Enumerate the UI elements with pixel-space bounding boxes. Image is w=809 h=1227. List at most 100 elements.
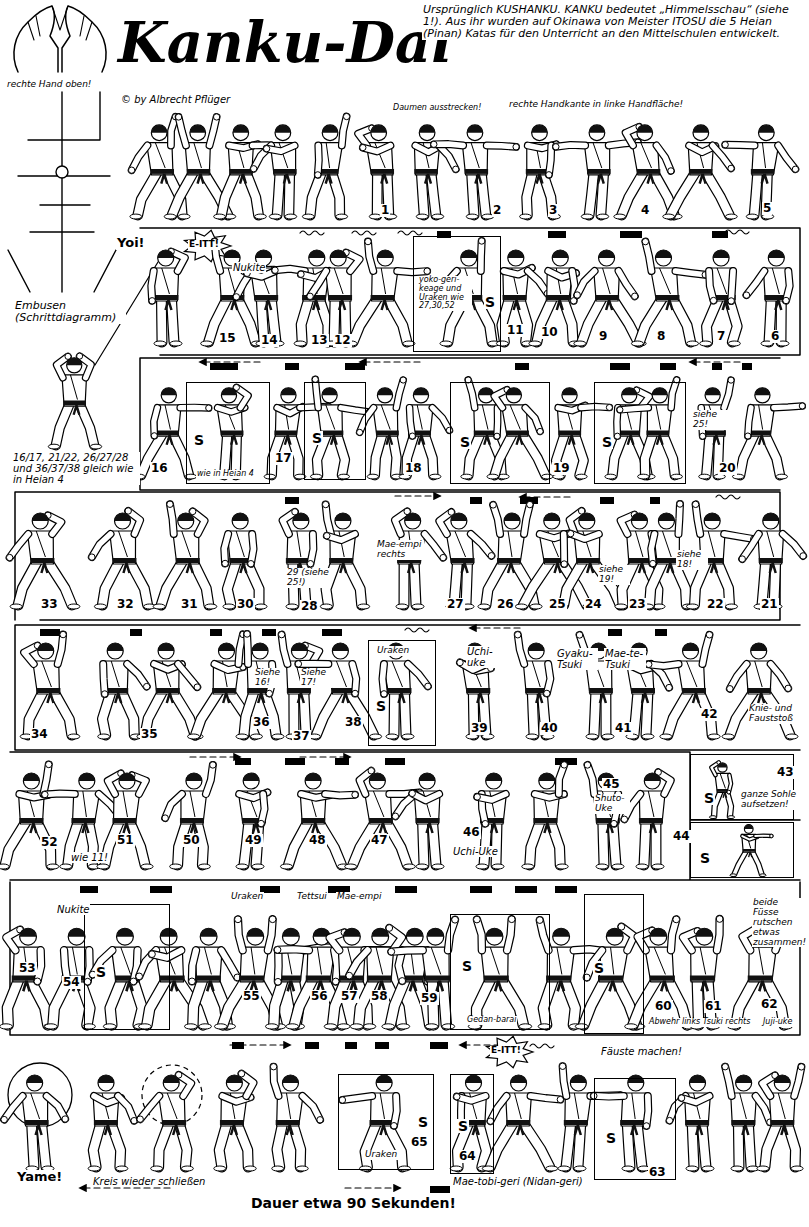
hair <box>486 928 503 936</box>
limb-outline <box>92 534 111 557</box>
limb-fill <box>547 664 551 693</box>
belt-ends <box>775 300 781 310</box>
limb-outline <box>32 1123 34 1167</box>
limb-outline <box>649 664 679 666</box>
black-belt <box>655 295 679 300</box>
hair <box>562 388 577 396</box>
fist <box>706 632 712 638</box>
foot <box>44 1024 57 1029</box>
limb-fill <box>577 271 594 295</box>
limb-outline <box>783 534 803 556</box>
belt-ends <box>326 174 332 184</box>
fist <box>728 377 734 383</box>
fist <box>84 978 91 985</box>
limb-outline <box>196 691 220 735</box>
head <box>532 125 548 141</box>
limb-fill <box>672 298 690 342</box>
fist <box>494 433 500 439</box>
foot <box>336 214 348 219</box>
head <box>705 388 720 403</box>
foot <box>416 864 428 869</box>
belt-ends <box>167 693 173 703</box>
gi-lapel <box>121 947 131 974</box>
limb-fill <box>550 821 560 865</box>
limb-outline <box>410 408 413 436</box>
limb-outline <box>620 408 648 410</box>
limb-outline <box>396 380 403 408</box>
limb-outline <box>243 634 252 664</box>
fist <box>700 433 706 439</box>
limb-fill <box>251 534 254 564</box>
karateka-figure <box>272 250 336 346</box>
limb-fill <box>332 172 340 215</box>
hair <box>467 125 483 133</box>
limb-fill <box>706 172 730 215</box>
limb-fill <box>651 534 655 563</box>
black-belt <box>703 431 726 436</box>
fist <box>452 916 459 923</box>
hair <box>343 928 360 936</box>
limb-outline <box>778 145 795 169</box>
foot <box>440 341 452 346</box>
belt-ends <box>544 823 550 833</box>
belt-ends <box>258 693 264 703</box>
belt-ends <box>477 693 483 703</box>
limb-fill <box>424 433 433 475</box>
slow-motion-wave <box>352 231 376 235</box>
foot <box>255 604 267 609</box>
limb-outline <box>193 979 203 1025</box>
fist <box>357 429 363 435</box>
black-belt <box>631 688 655 693</box>
foot <box>68 604 80 609</box>
foot <box>397 1024 410 1029</box>
head <box>20 928 37 945</box>
limb-outline <box>730 664 747 689</box>
limb-fill <box>170 504 174 534</box>
limb-outline <box>408 664 428 686</box>
fist <box>440 554 446 560</box>
black-belt <box>747 688 771 693</box>
limb-fill <box>192 950 196 981</box>
direction-arrow <box>80 1187 170 1188</box>
limb-fill <box>140 1096 159 1119</box>
limb-outline <box>634 691 638 735</box>
limb-outline <box>103 664 105 694</box>
black-belt <box>229 169 253 174</box>
limb-outline <box>315 379 318 407</box>
belt-ends <box>288 981 294 992</box>
timing-bar <box>515 886 537 893</box>
karateka-figure <box>162 762 216 869</box>
foot <box>556 864 568 869</box>
limb-outline <box>650 561 664 605</box>
belt-ends <box>223 693 229 703</box>
limb-outline <box>352 664 356 693</box>
foot <box>660 734 672 739</box>
fist <box>272 267 278 273</box>
limb-fill <box>410 408 413 436</box>
limb-fill <box>754 172 758 215</box>
fist <box>258 820 264 826</box>
fist <box>144 683 150 689</box>
gi-lapel <box>772 268 779 294</box>
gi-lapel <box>317 947 321 974</box>
gi-lapel <box>508 531 512 557</box>
limb-fill <box>238 634 243 664</box>
limb-outline <box>93 1123 101 1167</box>
limb-outline <box>522 433 545 475</box>
limb-fill <box>341 408 369 412</box>
karateka-figure <box>89 508 156 609</box>
karateka-figure <box>700 250 741 346</box>
gi-lapel <box>557 947 562 974</box>
gi-lapel <box>490 947 499 974</box>
black-belt <box>286 558 310 563</box>
limb-outline <box>724 380 731 408</box>
foot <box>396 604 408 609</box>
gi-lapel <box>755 661 762 687</box>
limb-outline <box>209 117 216 146</box>
head <box>190 125 206 141</box>
head <box>696 928 713 945</box>
karateka-figure <box>683 916 723 1029</box>
fist <box>544 690 550 696</box>
limb-fill <box>612 298 638 342</box>
fist <box>574 292 580 298</box>
